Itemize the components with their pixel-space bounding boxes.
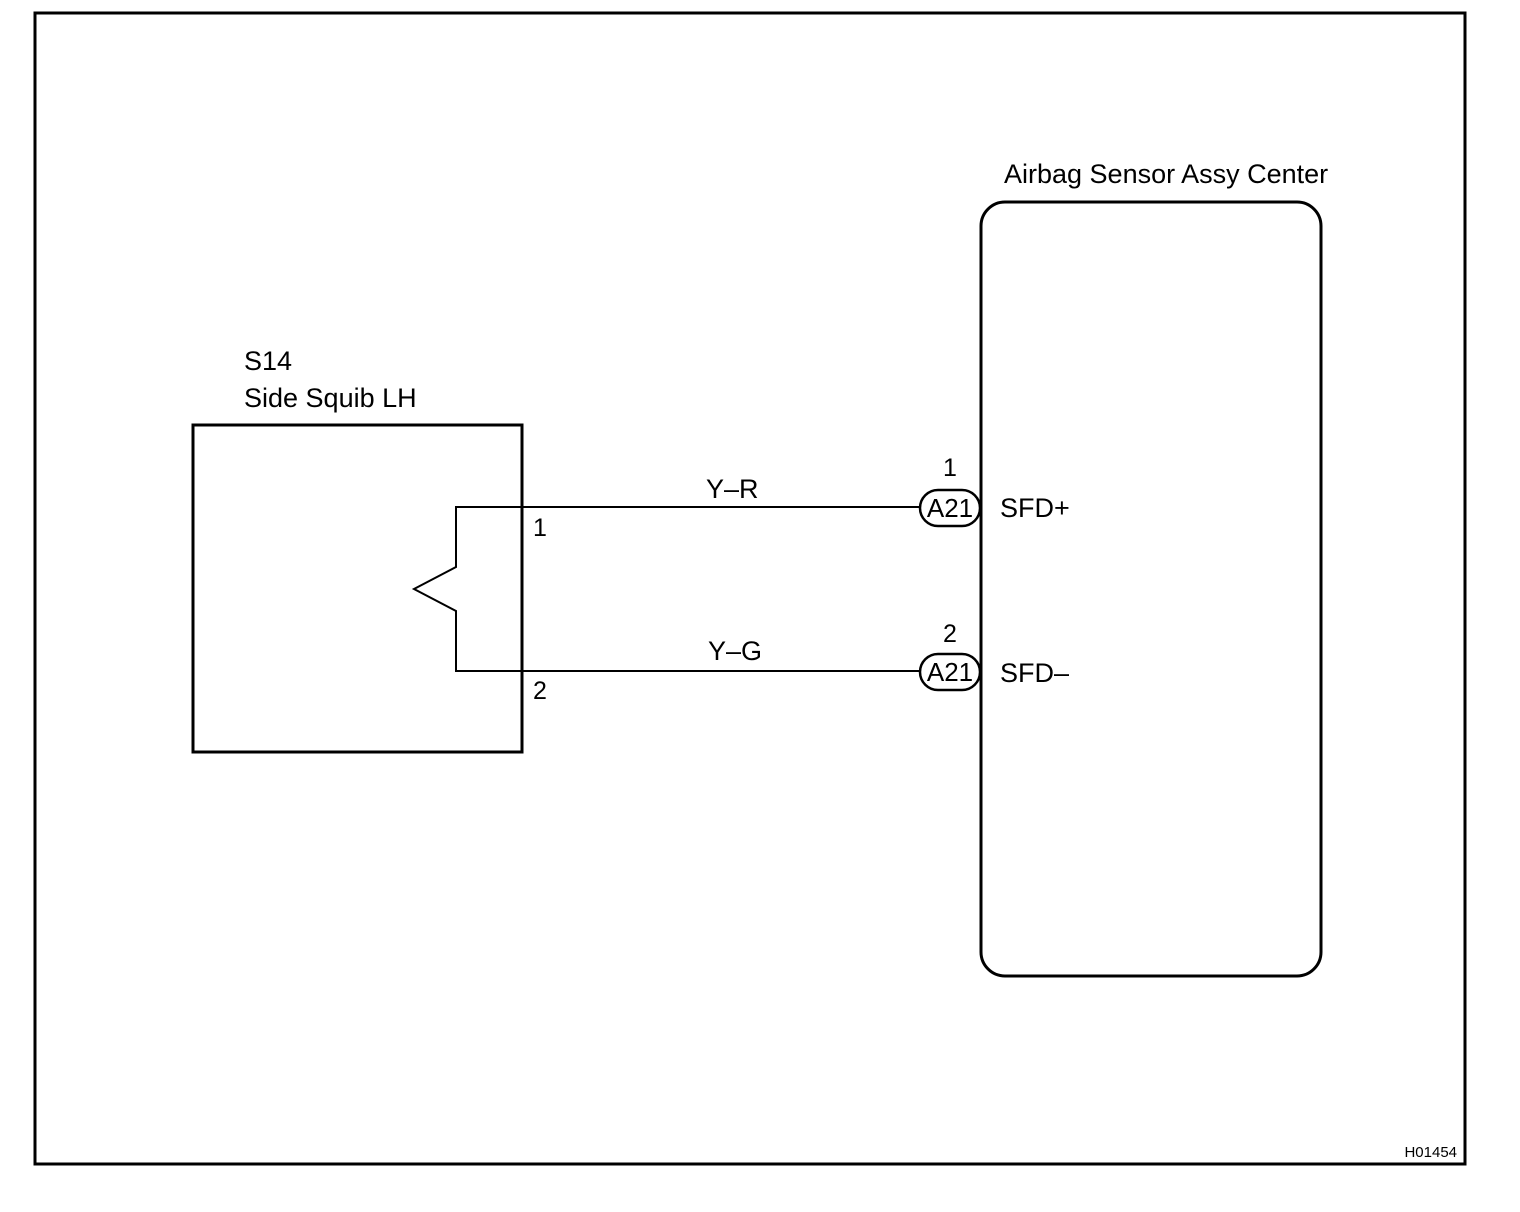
figure-id: H01454 bbox=[1404, 1144, 1457, 1161]
sensor-title: Airbag Sensor Assy Center bbox=[1004, 159, 1328, 189]
connector-1-pin-number: 1 bbox=[943, 454, 957, 482]
diagram-frame bbox=[33, 11, 1467, 1166]
connector-a21-pin-1 bbox=[918, 488, 982, 528]
terminal-sfd-plus: SFD+ bbox=[1000, 493, 1070, 523]
squib-pin-1: 1 bbox=[533, 514, 547, 542]
connector-1-label: A21 bbox=[927, 493, 973, 523]
terminal-sfd-minus: SFD– bbox=[1000, 658, 1069, 688]
connector-2-pin-number: 2 bbox=[943, 620, 957, 648]
squib-name: Side Squib LH bbox=[244, 383, 417, 413]
connector-a21-pin-2 bbox=[918, 652, 982, 692]
wire-2-color-code: Y–G bbox=[708, 636, 762, 666]
airbag-sensor-box bbox=[979, 200, 1323, 978]
squib-pin-2: 2 bbox=[533, 677, 547, 705]
squib-element-symbol bbox=[411, 506, 522, 672]
side-squib-box bbox=[191, 423, 524, 754]
squib-code: S14 bbox=[244, 346, 292, 376]
connector-2-label: A21 bbox=[927, 657, 973, 687]
wire-1-color-code: Y–R bbox=[706, 474, 759, 504]
